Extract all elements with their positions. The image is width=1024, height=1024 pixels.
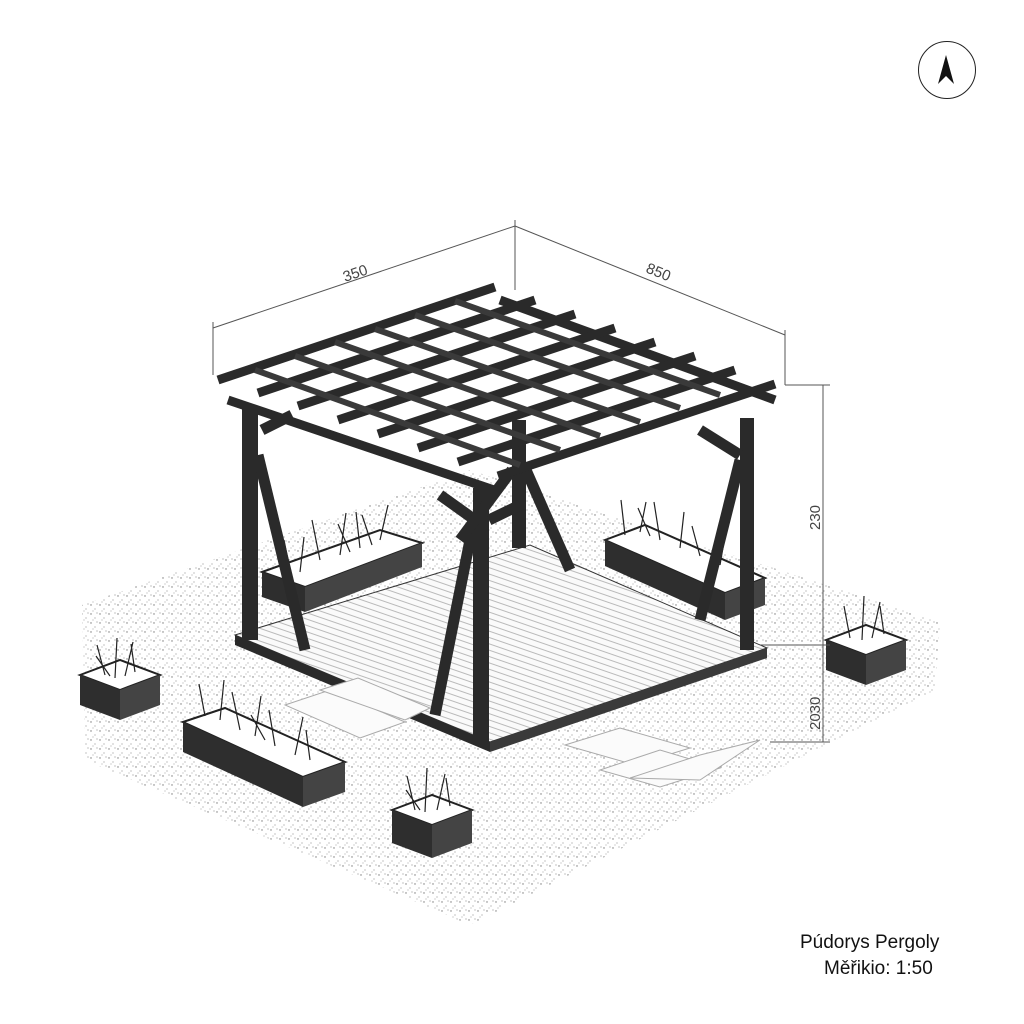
pergola-roof <box>216 282 777 497</box>
drawing-scale: Měřikio: 1:50 <box>824 958 933 979</box>
planter-front-long <box>180 679 348 807</box>
dimension-height-lower: 2030 <box>807 697 824 730</box>
north-arrow-icon <box>918 41 976 99</box>
stepping-stones <box>283 677 761 788</box>
dimension-height-upper: 230 <box>807 505 824 530</box>
braces <box>252 410 746 717</box>
drawing-title: Púdorys Pergoly <box>800 932 940 953</box>
title-block: Púdorys Pergoly Měřikio: 1:50 <box>800 930 939 982</box>
dimension-width-right: 850 <box>644 260 674 285</box>
posts <box>242 408 754 743</box>
dimension-lines <box>212 220 830 743</box>
planter-left <box>77 637 163 720</box>
planter-front-small <box>389 767 475 858</box>
dimension-width-left: 350 <box>341 262 370 286</box>
planter-right <box>823 595 909 685</box>
